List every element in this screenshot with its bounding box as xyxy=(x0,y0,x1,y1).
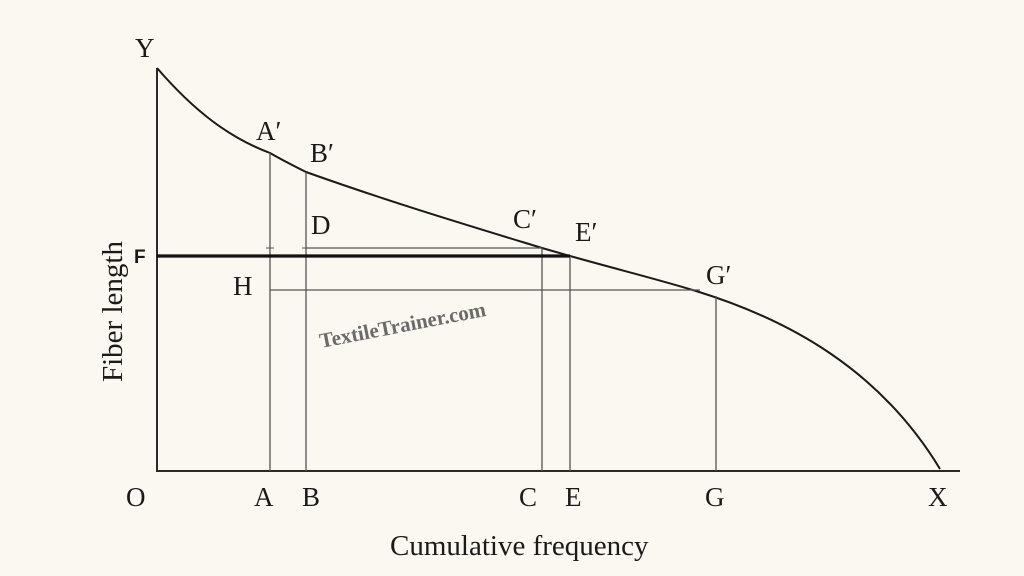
label-g: G xyxy=(705,482,725,512)
y-axis-title: Fiber length xyxy=(97,241,129,382)
label-a-prime: A′ xyxy=(256,116,281,146)
label-a: A xyxy=(254,482,274,512)
label-b-prime: B′ xyxy=(310,138,334,168)
label-b: B xyxy=(302,482,320,512)
label-c-prime: C′ xyxy=(513,204,537,234)
label-e-prime: E′ xyxy=(575,217,597,247)
label-f: F xyxy=(134,247,146,268)
label-y: Y xyxy=(135,33,155,63)
label-d: D xyxy=(311,210,331,240)
label-e: E xyxy=(565,482,582,512)
watermark: TextileTrainer.com xyxy=(317,297,488,353)
label-x: X xyxy=(928,482,948,512)
fibrogram-curve xyxy=(156,67,941,470)
label-c: C xyxy=(519,482,537,512)
label-g-prime: G′ xyxy=(706,260,731,290)
label-origin: O xyxy=(126,482,146,512)
x-axis-title: Cumulative frequency xyxy=(390,530,649,562)
label-h: H xyxy=(233,271,253,301)
